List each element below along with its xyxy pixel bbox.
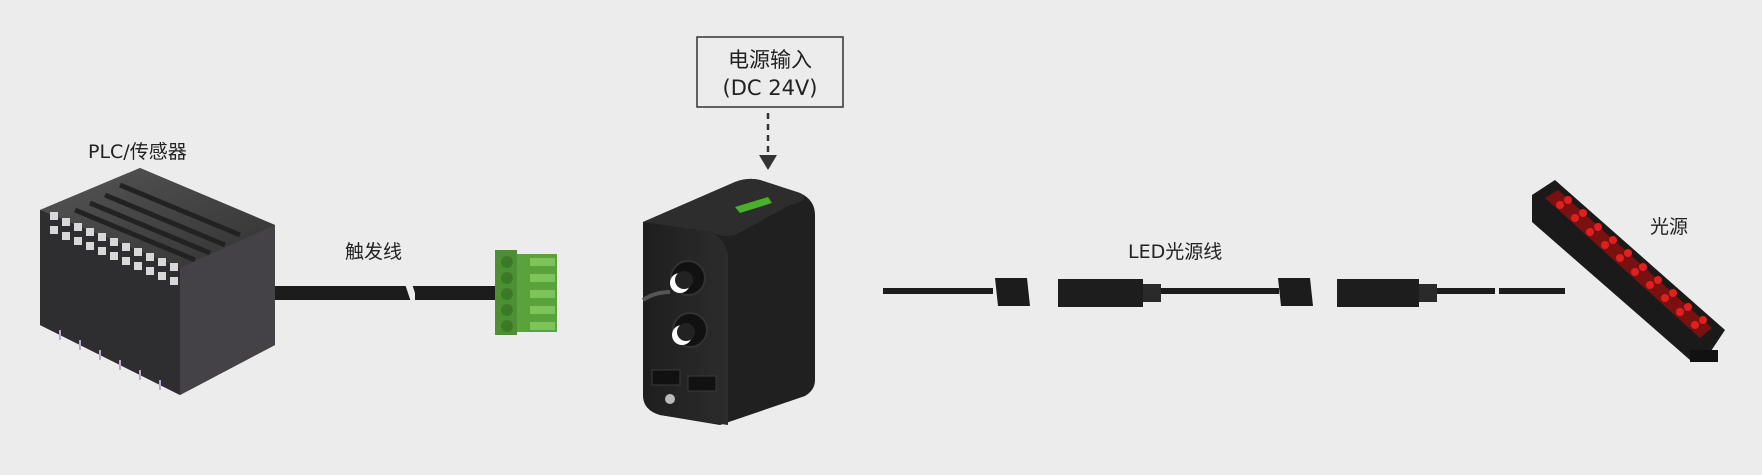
dashed-arrow-icon bbox=[759, 113, 777, 170]
plc-device bbox=[40, 168, 275, 395]
led-cable bbox=[883, 278, 1565, 307]
trigger-cable-label: 触发线 bbox=[345, 241, 402, 263]
plc-label: PLC/传感器 bbox=[88, 141, 187, 163]
power-input-label: 电源输入 bbox=[728, 48, 812, 72]
controller-box bbox=[641, 178, 815, 425]
led-light-bar bbox=[1532, 180, 1725, 362]
power-input-callout: 电源输入 (DC 24V) bbox=[696, 36, 844, 108]
terminal-block-connector bbox=[495, 250, 557, 335]
trigger-cable bbox=[275, 284, 495, 302]
led-cable-label: LED光源线 bbox=[1128, 241, 1222, 263]
light-source-label: 光源 bbox=[1650, 216, 1688, 238]
power-input-voltage: (DC 24V) bbox=[723, 76, 818, 100]
led-array bbox=[1556, 196, 1707, 329]
